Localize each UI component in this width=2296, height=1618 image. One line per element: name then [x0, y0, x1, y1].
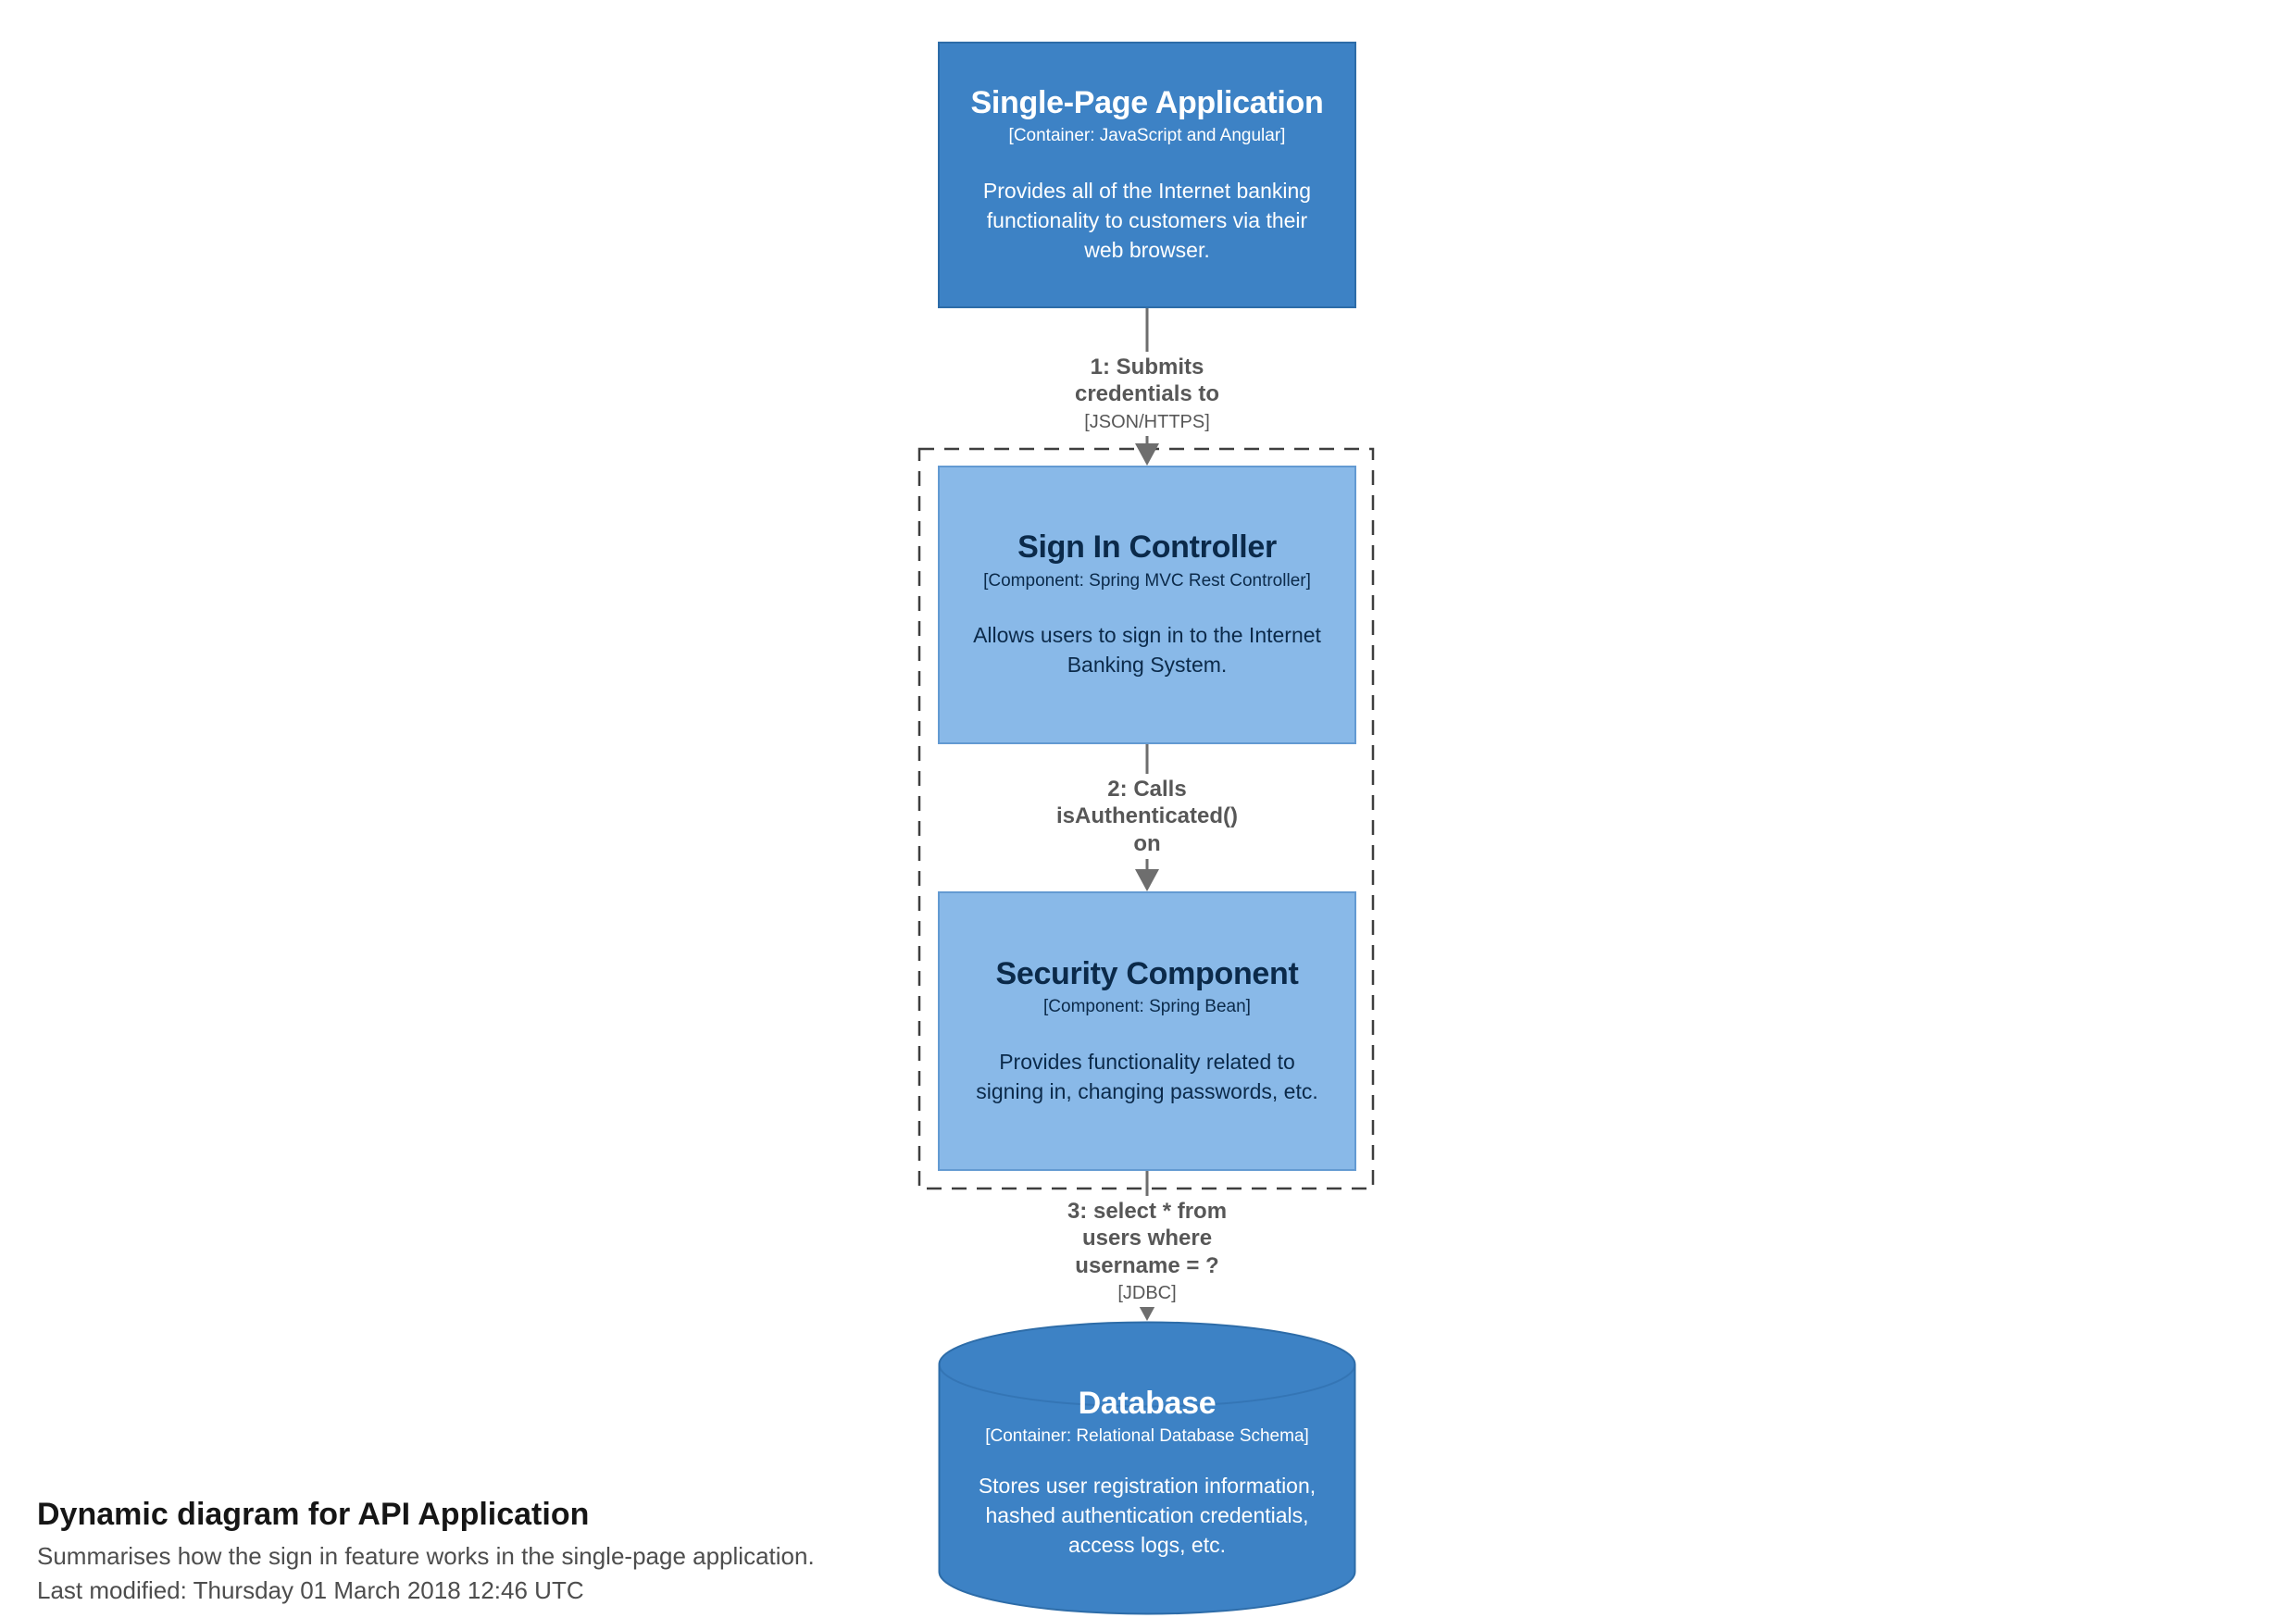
node-meta: [Component: Spring Bean]: [1043, 997, 1251, 1017]
node-title: Database: [1078, 1385, 1217, 1421]
node-description: Provides all of the Internet banking fun…: [983, 176, 1311, 266]
node-description: Provides functionality related to signin…: [976, 1047, 1318, 1106]
arrow-down-icon: [1135, 443, 1159, 466]
node-description: Allows users to sign in to the Internet …: [973, 620, 1321, 679]
node-title: Security Component: [995, 955, 1299, 991]
node-title: Single-Page Application: [970, 84, 1324, 120]
node-security-component: Security Component [Component: Spring Be…: [938, 891, 1356, 1171]
cylinder-body: [938, 1321, 1356, 1615]
relationship-text: 3: select * from: [1067, 1199, 1228, 1224]
diagram-last-modified: Last modified: Thursday 01 March 2018 12…: [37, 1575, 584, 1604]
relationship-2-label: 2: Calls isAuthenticated() on: [1044, 774, 1250, 859]
arrow-down-icon: [1135, 869, 1159, 891]
database-cylinder-icon: [938, 1321, 1356, 1615]
relationship-text: 2: Calls: [1107, 777, 1187, 802]
description-line: Stores user registration information,: [978, 1473, 1316, 1498]
relationship-text: 1: Submits: [1090, 355, 1204, 380]
node-meta: [Container: Relational Database Schema]: [985, 1425, 1309, 1446]
node-meta: [Container: JavaScript and Angular]: [1008, 125, 1286, 145]
node-description: Stores user registration information, ha…: [979, 1471, 1316, 1561]
relationship-text: on: [1133, 830, 1161, 856]
description-line: web browser.: [1084, 237, 1210, 262]
relationship-1-label: 1: Submits credentials to [JSON/HTTPS]: [1063, 352, 1231, 436]
description-line: access logs, etc.: [1067, 1532, 1226, 1557]
cylinder-lip: [938, 1363, 1356, 1408]
description-line: Banking System.: [1067, 653, 1228, 678]
description-line: Allows users to sign in to the Internet: [973, 623, 1321, 648]
diagram-subtitle: Summarises how the sign in feature works…: [37, 1541, 815, 1570]
relationship-text: users where: [1081, 1226, 1213, 1251]
relationship-protocol: [JDBC]: [1117, 1282, 1177, 1303]
diagram-footer: Dynamic diagram for API Application Summ…: [37, 1496, 815, 1606]
relationship-text: isAuthenticated(): [1055, 803, 1239, 829]
relationship-protocol: [JSON/HTTPS]: [1084, 411, 1210, 432]
node-database: Database [Container: Relational Database…: [938, 1353, 1356, 1592]
node-sign-in-controller: Sign In Controller [Component: Spring MV…: [938, 466, 1356, 744]
description-line: signing in, changing passwords, etc.: [976, 1078, 1318, 1103]
diagram-title: Dynamic diagram for API Application: [37, 1497, 590, 1532]
description-line: functionality to customers via their: [986, 207, 1308, 232]
description-line: Provides all of the Internet banking: [982, 178, 1312, 203]
relationship-3-label: 3: select * from users where username = …: [1055, 1196, 1239, 1307]
node-single-page-application: Single-Page Application [Container: Java…: [938, 42, 1356, 308]
description-line: hashed authentication credentials,: [985, 1502, 1309, 1527]
node-title: Sign In Controller: [1017, 529, 1277, 566]
relationship-text: username = ?: [1075, 1252, 1219, 1278]
node-meta: [Component: Spring MVC Rest Controller]: [983, 570, 1311, 591]
relationship-text: credentials to: [1074, 381, 1220, 407]
description-line: Provides functionality related to: [999, 1049, 1295, 1074]
